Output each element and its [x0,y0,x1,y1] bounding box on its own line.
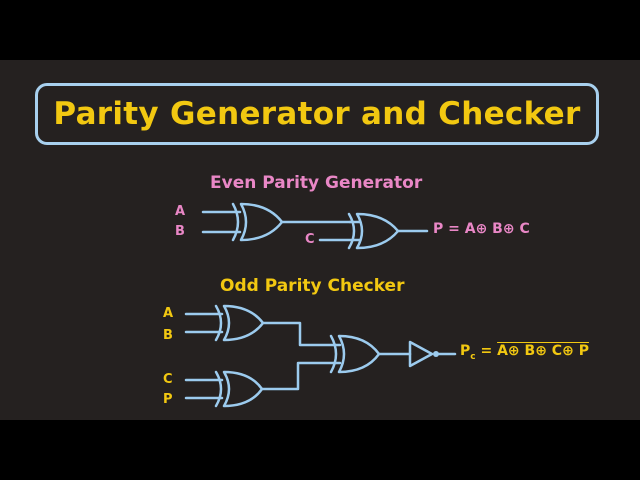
circuit-diagram [184,202,457,408]
output-rhs-overlined: A⊕ B⊕ C⊕ P [497,343,589,359]
input-label-p: P [163,392,173,407]
xor-gate-icon [184,361,342,408]
input-label-b: B [163,328,173,343]
input-label-c: C [163,372,173,387]
checker-output-expression: Pc = A⊕ B⊕ C⊕ P [460,343,589,362]
generator-output-expression: P = A⊕ B⊕ C [433,221,530,237]
odd-checker-heading: Odd Parity Checker [220,276,405,296]
output-subscript: c [470,351,476,362]
output-equals: = [475,343,498,359]
xor-gate-icon [318,212,429,250]
xor-gate-icon [329,334,412,374]
input-label-c: C [305,232,315,247]
input-label-b: B [175,224,185,239]
page-title: Parity Generator and Checker [53,96,581,132]
even-generator-heading: Even Parity Generator [210,173,423,193]
input-label-a: A [175,204,186,219]
xor-gate-icon [201,202,352,242]
diagram-canvas: Parity Generator and Checker [0,60,640,420]
input-label-a: A [163,306,174,321]
output-lhs: P [460,343,471,359]
title-box: Parity Generator and Checker [35,83,599,145]
xor-gate-icon [184,304,342,347]
not-gate-icon [408,340,457,368]
